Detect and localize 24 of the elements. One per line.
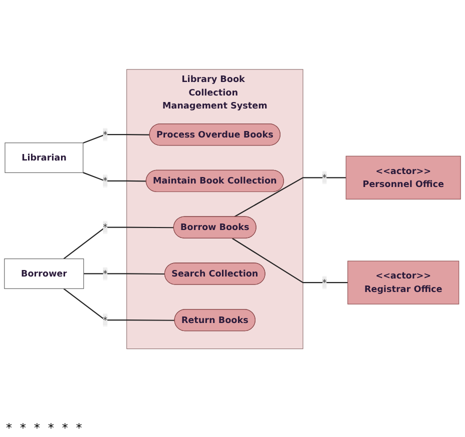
edge-label: *: [102, 176, 108, 186]
multiplicity-label: *: [48, 421, 54, 435]
node-box: Borrower: [4, 258, 84, 290]
node-box: <<actor>> Personnel Office: [346, 156, 461, 200]
connector: [63, 227, 174, 260]
edge-label: *: [102, 268, 108, 280]
node-box: Librarian: [4, 142, 84, 174]
connector: [84, 274, 165, 275]
edge-label: *: [102, 129, 108, 140]
connector: [232, 238, 348, 284]
connector: [234, 177, 346, 218]
multiplicity-label: *: [20, 421, 26, 435]
edge-label: *: [322, 172, 327, 183]
edge-label: *: [102, 314, 108, 326]
node-box: <<actor>> Registrar Office: [347, 261, 460, 305]
multiplicity-label: *: [62, 421, 68, 435]
multiplicity-label: *: [76, 421, 82, 435]
connector: [63, 288, 175, 322]
edge-label: *: [102, 222, 108, 233]
edge-label: *: [322, 277, 327, 288]
connector: [82, 134, 150, 144]
connector: [82, 172, 146, 182]
multiplicity-label: *: [34, 421, 40, 435]
multiplicity-label: *: [6, 421, 12, 435]
